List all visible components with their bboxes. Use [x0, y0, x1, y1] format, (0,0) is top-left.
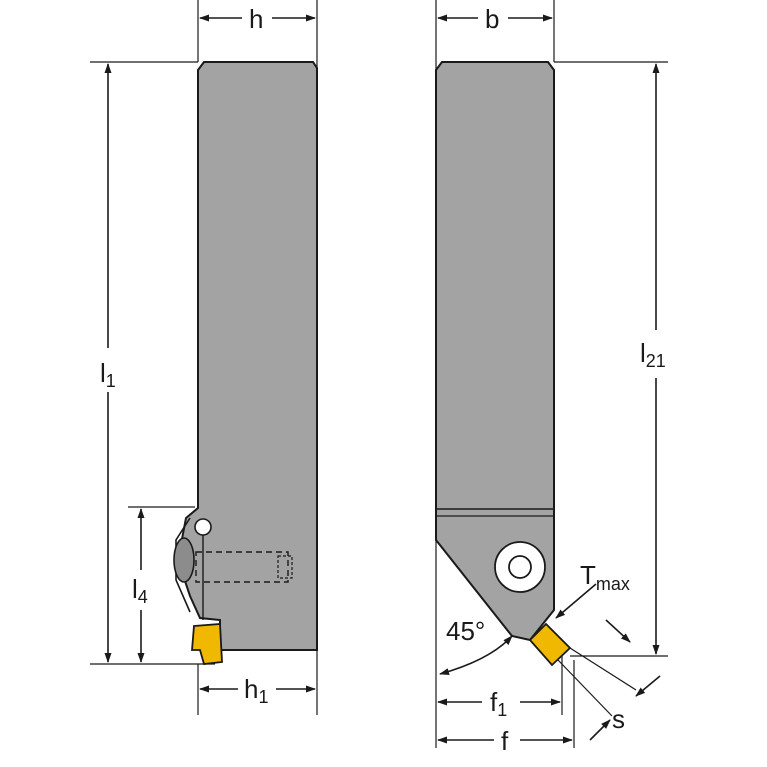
h1-label: h1 [244, 674, 268, 707]
l21-label: l21 [640, 338, 666, 371]
s-arrow [589, 719, 611, 741]
b-label: b [485, 4, 499, 34]
hidden-screw [195, 551, 289, 583]
clamp-screw-inner [508, 555, 532, 579]
s-label: s [612, 704, 625, 734]
top-view: b l21 Tmax s 45° f1 f [435, 0, 668, 756]
f-label: f [501, 726, 509, 756]
tmax-arrow [555, 583, 597, 619]
clamp-screw-head [173, 537, 195, 583]
cut-width-arrow-bottom [635, 675, 661, 697]
f1-label: f1 [490, 687, 507, 720]
angle-arc [439, 635, 513, 675]
h-label: h [249, 4, 263, 34]
side-insert [191, 623, 223, 665]
hidden-screw-head [277, 555, 293, 579]
tmax-label: Tmax [580, 560, 630, 594]
angle-label: 45° [446, 616, 485, 646]
pin-hole [194, 518, 212, 536]
side-shank [176, 61, 318, 651]
side-view: h l1 l4 h1 [90, 0, 318, 715]
s-ext-2 [557, 659, 613, 717]
l4-label: l4 [132, 574, 148, 607]
l1-label: l1 [100, 358, 116, 391]
s-ext-1 [569, 647, 637, 691]
cut-width-arrow-top [605, 619, 631, 643]
